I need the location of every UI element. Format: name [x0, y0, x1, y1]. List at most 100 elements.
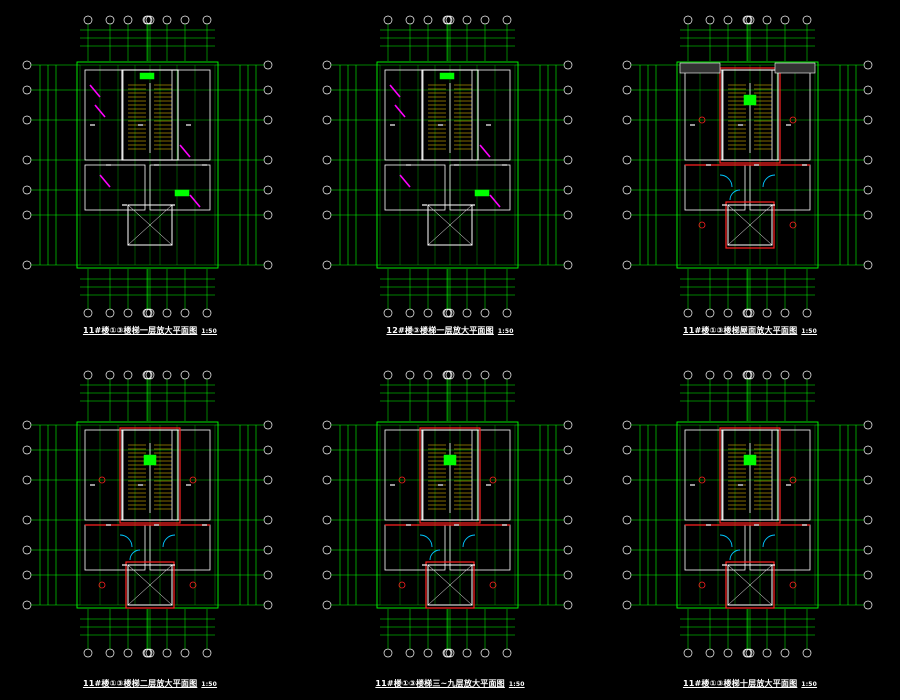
grid-bubble — [863, 545, 873, 555]
stair-core — [421, 429, 479, 521]
grid-bubble — [683, 370, 693, 380]
grid-bubble — [180, 15, 190, 25]
room-lower-right — [749, 164, 811, 211]
grid-bubble — [762, 648, 772, 658]
grid-bubble — [263, 420, 273, 430]
grid-bubble — [563, 515, 573, 525]
grid-bubble — [480, 308, 490, 318]
equipment-tag — [474, 189, 490, 197]
grid-bubble — [462, 308, 472, 318]
room-lower-left — [384, 164, 446, 211]
grid-bubble — [423, 370, 433, 380]
grid-bubble — [563, 445, 573, 455]
grid-bubble — [863, 420, 873, 430]
grid-bubble — [162, 308, 172, 318]
fire-hydrant-marker — [398, 581, 406, 589]
door-swing — [719, 174, 733, 188]
caption-text: 11#楼①③楼梯一层放大平面图 — [82, 326, 198, 335]
grid-bubble — [622, 475, 632, 485]
grid-bubble — [780, 308, 790, 318]
grid-bubble — [263, 570, 273, 580]
grid-bubble — [383, 308, 393, 318]
pipe-marker — [389, 84, 401, 98]
grid-bubble — [263, 600, 273, 610]
grid-bubble — [863, 515, 873, 525]
grid-bubble — [322, 115, 332, 125]
door-swing — [162, 534, 176, 548]
room-right — [771, 429, 811, 521]
elevator-cross — [727, 564, 773, 606]
pipe-marker — [489, 194, 501, 208]
grid-bubble — [622, 420, 632, 430]
grid-bubble — [263, 210, 273, 220]
fire-wall — [119, 427, 181, 524]
grid-bubble — [22, 515, 32, 525]
grid-bubble — [180, 648, 190, 658]
grid-bubble — [22, 420, 32, 430]
pipe-marker — [99, 174, 111, 188]
equipment-tag — [743, 454, 757, 466]
grid-bubble — [423, 648, 433, 658]
grid-bubble — [863, 155, 873, 165]
elevator-shaft — [727, 204, 773, 246]
grid-bubble — [22, 260, 32, 270]
elevator-cross — [127, 564, 173, 606]
grid-bubble — [83, 648, 93, 658]
plan-frame — [376, 61, 519, 269]
caption-scale: 1:50 — [201, 328, 218, 335]
grid-bubble — [480, 370, 490, 380]
grid-bubble — [622, 600, 632, 610]
caption-scale: 1:50 — [201, 681, 218, 688]
pipe-marker — [89, 84, 101, 98]
caption-scale: 1:50 — [801, 328, 818, 335]
grid-bubble — [383, 370, 393, 380]
grid-bubble — [802, 308, 812, 318]
grid-bubble — [563, 185, 573, 195]
grid-bubble — [780, 370, 790, 380]
grid-bubble — [762, 370, 772, 380]
room-left — [684, 429, 724, 521]
grid-bubble — [802, 15, 812, 25]
fire-hydrant-marker — [789, 581, 797, 589]
grid-bubble — [322, 85, 332, 95]
fire-wall — [419, 427, 481, 524]
pipe-marker — [399, 174, 411, 188]
grid-bubble — [123, 648, 133, 658]
grid-bubble — [723, 370, 733, 380]
elevator-shaft — [127, 204, 173, 246]
pipe-marker — [479, 144, 491, 158]
caption-text: 12#楼③楼梯一层放大平面图 — [386, 326, 494, 335]
floor-plan-5 — [322, 370, 573, 658]
grid-bubble — [83, 15, 93, 25]
stair-core — [721, 429, 779, 521]
room-left — [684, 69, 724, 161]
grid-bubble — [22, 60, 32, 70]
grid-bubble — [802, 370, 812, 380]
room-lower-right — [449, 164, 511, 211]
grid-bubble — [563, 85, 573, 95]
grid-bubble — [622, 445, 632, 455]
grid-bubble — [762, 308, 772, 318]
grid-bubble — [22, 475, 32, 485]
fire-wall — [725, 561, 775, 609]
room-right — [171, 69, 211, 161]
stair-core — [121, 429, 179, 521]
elevator-cross — [727, 204, 773, 246]
grid-bubble — [202, 370, 212, 380]
grid-bubble — [563, 115, 573, 125]
room-lower-right — [149, 524, 211, 571]
floor-plan-4 — [22, 370, 273, 658]
grid-bubble — [162, 15, 172, 25]
grid-bubble — [180, 370, 190, 380]
elevator-shaft — [427, 564, 473, 606]
grid-bubble — [622, 115, 632, 125]
room-lower-right — [149, 164, 211, 211]
grid-bubble — [683, 15, 693, 25]
grid-bubble — [383, 15, 393, 25]
fire-hydrant-marker — [698, 476, 706, 484]
